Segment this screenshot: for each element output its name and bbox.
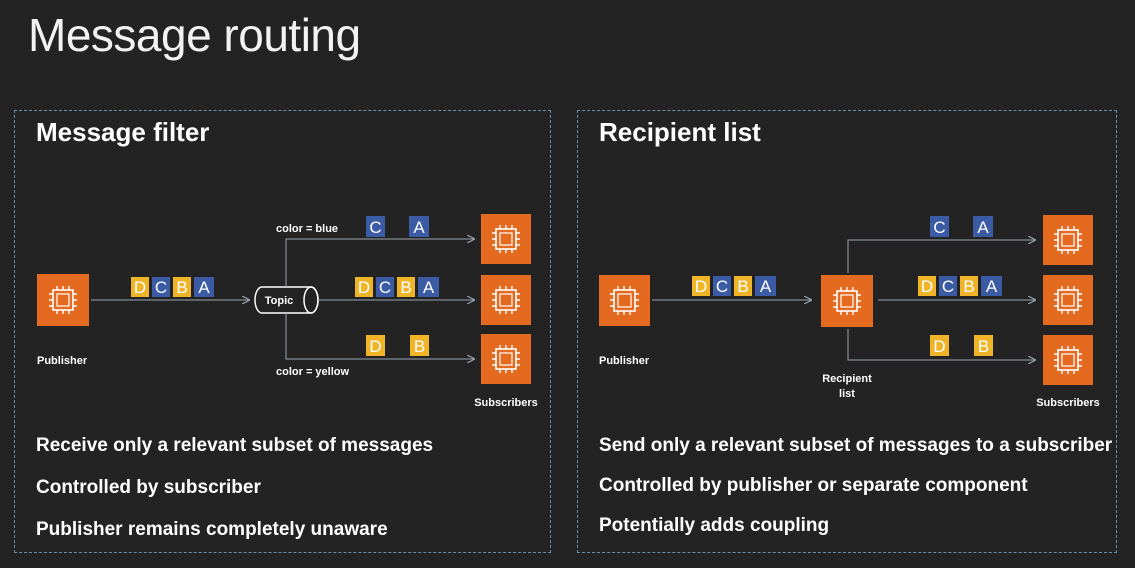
route-top-messages: C A <box>930 216 993 237</box>
subscribers-label: Subscribers <box>474 397 538 409</box>
filter-yellow-label: color = yellow <box>276 366 349 378</box>
publisher-label: Publisher <box>599 355 650 367</box>
publisher-chip-icon <box>599 275 650 326</box>
message-filter-panel: Message filter Publisher D C B A <box>14 110 551 553</box>
page-title: Message routing <box>28 9 361 61</box>
recipient-list-diagram: Publisher D C B A Recipient list <box>599 215 1100 409</box>
route-bottom-messages: D B <box>930 335 993 356</box>
msg-d: D <box>921 277 933 296</box>
bullet-text: Controlled by publisher or separate comp… <box>599 475 1028 496</box>
recipient-list-panel: Recipient list Publisher D C B A <box>577 110 1117 553</box>
recipient-list-label-line1: Recipient <box>822 373 872 385</box>
subscriber-chip-icon <box>1043 215 1093 265</box>
msg-c: C <box>716 277 728 296</box>
route-bottom-messages: D B <box>366 335 429 356</box>
msg-b: B <box>414 337 425 356</box>
msg-d: D <box>358 278 370 297</box>
subscribers-label: Subscribers <box>1036 397 1100 409</box>
input-messages: D C B A <box>692 276 776 296</box>
msg-a: A <box>423 278 435 297</box>
route-mid-messages: D C B A <box>918 276 1002 296</box>
msg-c: C <box>369 218 381 237</box>
msg-b: B <box>963 277 974 296</box>
recipient-list-chip-icon <box>821 275 873 327</box>
msg-c: C <box>379 278 391 297</box>
msg-b: B <box>400 278 411 297</box>
msg-b: B <box>978 337 989 356</box>
msg-a: A <box>977 218 989 237</box>
msg-d: D <box>695 277 707 296</box>
msg-c: C <box>942 277 954 296</box>
subscriber-chip-icon <box>1043 275 1093 325</box>
msg-a: A <box>986 277 998 296</box>
subscriber-chip-icon <box>481 275 531 325</box>
msg-d: D <box>134 278 146 297</box>
bullet-text: Send only a relevant subset of messages … <box>599 435 1113 456</box>
msg-b: B <box>176 278 187 297</box>
msg-a: A <box>198 278 210 297</box>
msg-b: B <box>737 277 748 296</box>
subscriber-chip-icon <box>481 334 531 384</box>
bullet-text: Receive only a relevant subset of messag… <box>36 435 434 456</box>
filter-blue-label: color = blue <box>276 223 338 235</box>
bullet-text: Publisher remains completely unaware <box>36 519 388 540</box>
msg-d: D <box>369 337 381 356</box>
subscriber-chip-icon <box>481 214 531 264</box>
route-mid-messages: D C B A <box>355 277 439 297</box>
topic-cylinder-icon: Topic <box>254 286 319 314</box>
publisher-chip-icon <box>37 274 89 326</box>
panel-title-message-filter: Message filter <box>36 117 210 147</box>
publisher-label: Publisher <box>37 355 88 367</box>
msg-c: C <box>933 218 945 237</box>
route-top-messages: C A <box>366 216 429 237</box>
msg-c: C <box>155 278 167 297</box>
input-messages: D C B A <box>131 277 214 297</box>
panel-title-recipient-list: Recipient list <box>599 117 761 147</box>
msg-a: A <box>413 218 425 237</box>
bullet-text: Controlled by subscriber <box>36 477 261 498</box>
msg-a: A <box>760 277 772 296</box>
msg-d: D <box>933 337 945 356</box>
recipient-list-label-line2: list <box>839 388 855 400</box>
message-filter-diagram: Publisher D C B A Topic color = blue col… <box>37 214 538 409</box>
topic-label: Topic <box>265 295 294 307</box>
subscriber-chip-icon <box>1043 335 1093 385</box>
bullet-text: Potentially adds coupling <box>599 515 830 536</box>
